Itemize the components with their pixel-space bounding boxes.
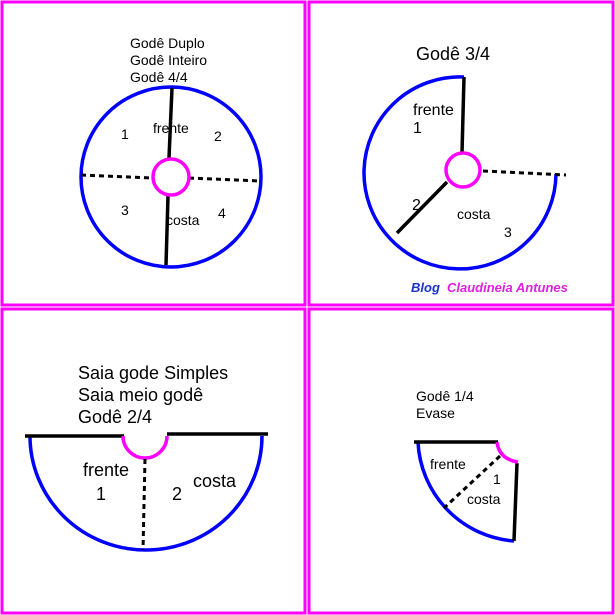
back-label: costa: [457, 206, 491, 222]
panel-godet-full: Godê Duplo Godê Inteiro Godê 4/4 1 frent…: [79, 35, 263, 269]
back-label: costa: [193, 471, 237, 491]
frame-top-right: [307, 0, 615, 307]
front-label: frente: [430, 456, 466, 472]
frame-bottom-left: [0, 307, 307, 615]
waist-curve: [495, 441, 519, 464]
waist-circle: [151, 157, 191, 197]
back-number: 2: [172, 484, 182, 504]
frame-top-left: [0, 0, 307, 307]
title-line-2: Evase: [416, 405, 455, 421]
back-label: costa: [467, 491, 501, 507]
quarter-1-label: 1: [121, 126, 129, 142]
back-number: 3: [504, 224, 512, 240]
title-line-1: Godê Duplo: [130, 35, 205, 51]
seam-front: [460, 76, 466, 154]
front-label: frente: [153, 120, 189, 136]
dashed-seam-left: [80, 173, 154, 180]
panel-godet-quarter: Godê 1/4 Evase frente 1 costa: [414, 388, 519, 543]
seam-back-bottom: [164, 195, 170, 266]
hem-arc: [362, 75, 558, 271]
hem-arc: [416, 441, 515, 543]
front-label: frente: [413, 102, 454, 119]
title-line-1: Godê 1/4: [416, 388, 474, 404]
back-label: costa: [166, 212, 200, 228]
dashed-seam-right: [188, 176, 262, 183]
title-line-3: Godê 2/4: [78, 407, 152, 427]
panel-godet-three-quarter: Godê 3/4 frente 1 2 costa 3 Blog Claudin…: [362, 44, 568, 295]
front-number: 1: [413, 120, 422, 137]
frame-bottom-right: [307, 307, 615, 615]
title-line-1: Saia gode Simples: [78, 363, 228, 383]
title-line-2: Godê Inteiro: [130, 52, 207, 68]
waist-circle: [444, 151, 482, 189]
quarter-3-label: 3: [121, 202, 129, 218]
blog-watermark: Blog Claudineia Antunes: [411, 280, 568, 295]
side-seam: [512, 462, 519, 542]
dashed-seam-right: [482, 169, 567, 177]
title: Godê 3/4: [416, 44, 490, 64]
title-line-2: Saia meio godê: [78, 385, 203, 405]
title-line-3: Godê 4/4: [130, 69, 188, 85]
piece-2-label: 2: [412, 197, 421, 214]
seam-diagonal: [395, 180, 449, 235]
front-number: 1: [96, 484, 106, 504]
hem-arc: [28, 435, 264, 552]
hem-circle: [79, 85, 263, 269]
panel-godet-half: Saia gode Simples Saia meio godê Godê 2/…: [25, 363, 268, 552]
watermark-name: Claudineia Antunes: [447, 280, 568, 295]
quarter-2-label: 2: [214, 128, 222, 144]
dashed-center-seam: [141, 458, 147, 551]
dashed-diagonal-seam: [442, 454, 502, 510]
piece-number: 1: [493, 471, 501, 487]
seam-front-top: [167, 87, 174, 159]
watermark-blog: Blog: [411, 280, 440, 295]
front-label: frente: [83, 460, 129, 480]
quarter-4-label: 4: [218, 205, 226, 221]
waist-curve: [121, 435, 169, 460]
